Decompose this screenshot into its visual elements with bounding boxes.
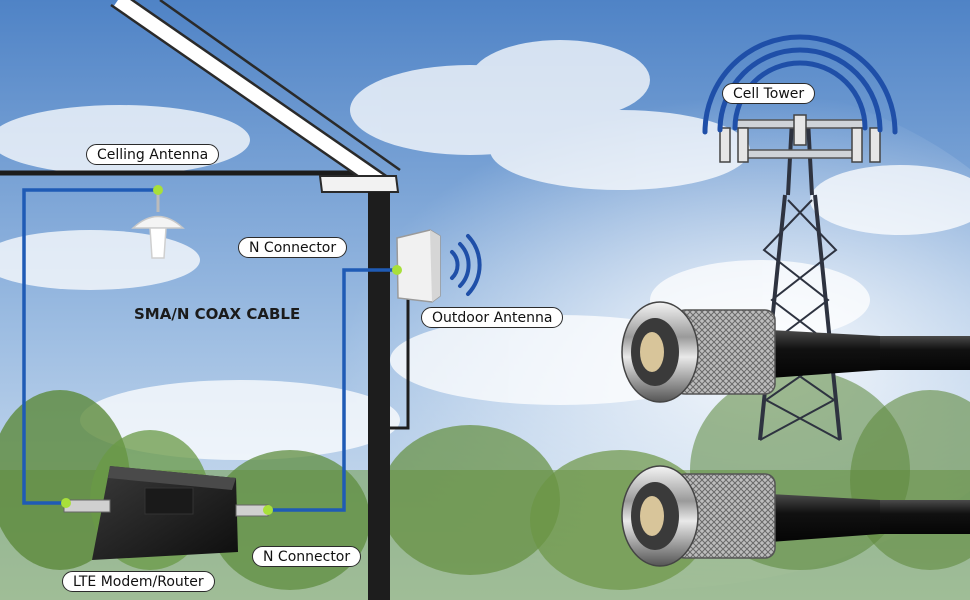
n-connector-bottom-label: N Connector bbox=[252, 546, 362, 567]
ceiling-antenna-label: Celling Antenna bbox=[86, 144, 220, 165]
outdoor-signal-icon bbox=[450, 234, 482, 296]
cell-tower-label: Cell Tower bbox=[722, 83, 816, 104]
outdoor-antenna-icon bbox=[396, 229, 441, 303]
ceiling-antenna-icon bbox=[131, 190, 185, 259]
n-connector-top-label: N Connector bbox=[238, 237, 348, 258]
coax-cable-label: SMA/N COAX CABLE bbox=[134, 305, 301, 323]
n-connector-icon bbox=[621, 301, 970, 567]
lte-router-icon bbox=[63, 466, 269, 560]
outdoor-antenna-label: Outdoor Antenna bbox=[421, 307, 564, 328]
connector-dots bbox=[61, 185, 402, 515]
modem-router-label: LTE Modem/Router bbox=[62, 571, 215, 592]
house-outline bbox=[0, 0, 401, 600]
coax-cable bbox=[22, 188, 397, 512]
